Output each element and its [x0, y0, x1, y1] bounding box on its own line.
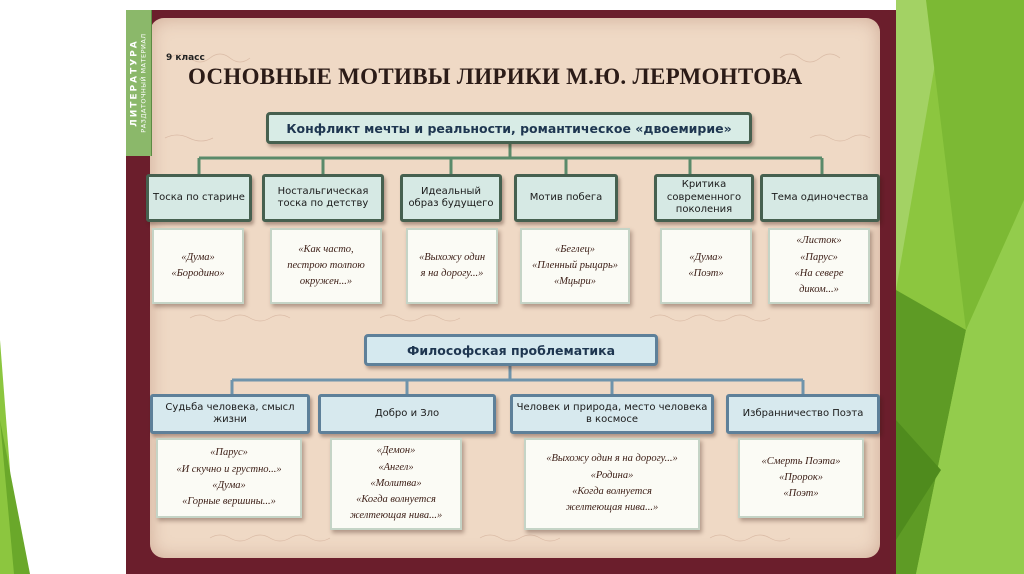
motif-generation-critique: Критика современного поколения	[654, 174, 754, 222]
theme-fate: Судьба человека, смысл жизни	[150, 394, 310, 434]
work-title: окружен...»	[300, 274, 352, 290]
motif-nostalgia-past: Тоска по старине	[146, 174, 252, 222]
works-ideal-future: «Выхожу один я на дорогу...»	[406, 228, 498, 304]
work-title: «Выхожу один	[419, 250, 485, 266]
work-title: «Когда волнуется	[356, 492, 436, 508]
work-title: «Как часто,	[298, 242, 353, 258]
works-fate: «Парус» «И скучно и грустно...» «Дума» «…	[156, 438, 302, 518]
work-title: я на дорогу...»	[421, 266, 484, 282]
work-title: «На севере	[794, 266, 843, 282]
work-title: «Дума»	[689, 250, 723, 266]
work-title: «Дума»	[181, 250, 215, 266]
works-escape: «Беглец» «Пленный рыцарь» «Мцыри»	[520, 228, 630, 304]
work-title: «Демон»	[377, 443, 416, 459]
works-generation-critique: «Дума» «Поэт»	[660, 228, 752, 304]
work-title: «Пророк»	[779, 470, 823, 486]
work-title: «Поэт»	[783, 486, 818, 502]
theme-good-evil: Добро и Зло	[318, 394, 496, 434]
work-title: «Поэт»	[688, 266, 723, 282]
work-title: «Смерть Поэта»	[761, 454, 840, 470]
work-title: желтеющая нива...»	[350, 508, 443, 524]
work-title: «Парус»	[210, 445, 248, 461]
work-title: «Беглец»	[555, 242, 595, 258]
work-title: «Родина»	[591, 468, 634, 484]
motif-escape: Мотив побега	[514, 174, 618, 222]
theme-man-nature: Человек и природа, место человека в косм…	[510, 394, 714, 434]
works-childhood: «Как часто, пестрою толпою окружен...»	[270, 228, 382, 304]
works-loneliness: «Листок» «Парус» «На севере диком...»	[768, 228, 870, 304]
work-title: диком...»	[799, 282, 839, 298]
work-title: «Пленный рыцарь»	[532, 258, 618, 274]
work-title: «Молитва»	[370, 476, 421, 492]
group-heading-philosophy: Философская проблематика	[364, 334, 658, 366]
works-poet-chosen: «Смерть Поэта» «Пророк» «Поэт»	[738, 438, 864, 518]
work-title: «Выхожу один я на дорогу...»	[546, 451, 678, 467]
work-title: «Парус»	[800, 250, 838, 266]
work-title: пестрою толпою	[287, 258, 365, 274]
work-title: желтеющая нива...»	[566, 500, 659, 516]
works-nostalgia-past: «Дума» «Бородино»	[152, 228, 244, 304]
work-title: «Ангел»	[378, 460, 413, 476]
work-title: «Бородино»	[171, 266, 224, 282]
motif-loneliness: Тема одиночества	[760, 174, 880, 222]
motif-childhood: Ностальгическая тоска по детству	[262, 174, 384, 222]
group-heading-romantic: Конфликт мечты и реальности, романтическ…	[266, 112, 752, 144]
work-title: «Когда волнуется	[572, 484, 652, 500]
works-good-evil: «Демон» «Ангел» «Молитва» «Когда волнует…	[330, 438, 462, 530]
work-title: «Дума»	[212, 478, 246, 494]
work-title: «Мцыри»	[554, 274, 596, 290]
work-title: «Листок»	[796, 233, 841, 249]
works-man-nature: «Выхожу один я на дорогу...» «Родина» «К…	[524, 438, 700, 530]
work-title: «Горные вершины...»	[182, 494, 276, 510]
work-title: «И скучно и грустно...»	[176, 462, 281, 478]
theme-poet-chosen: Избранничество Поэта	[726, 394, 880, 434]
motif-ideal-future: Идеальный образ будущего	[400, 174, 502, 222]
